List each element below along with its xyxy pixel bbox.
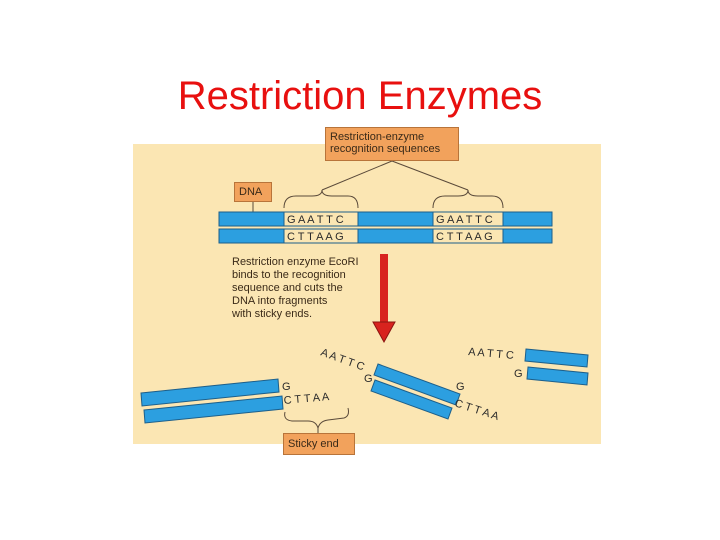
fragment-middle-top: [373, 363, 461, 406]
recognition-label-line1: Restriction-enzyme: [330, 131, 425, 143]
caption-line-2: binds to the recognition: [232, 269, 346, 281]
caption-line-3: sequence and cuts the: [232, 282, 343, 294]
recognition-sequences-label: Restriction-enzyme recognition sequences: [325, 127, 459, 161]
recognition-brackets: [252, 160, 504, 212]
cut-arrow: [372, 254, 396, 344]
fragment-left-top: [140, 378, 280, 407]
site-1-top: [283, 211, 359, 227]
fragment-middle-g-left: G: [364, 373, 373, 385]
site-1-bottom-seq: C T T A A G: [287, 231, 344, 243]
fragment-left: G C T T A A: [140, 378, 330, 424]
site-2-bottom: [432, 228, 504, 244]
fragment-right-bottom: [526, 366, 589, 386]
dna-label: DNA: [234, 182, 272, 202]
fragment-left-bottom: [143, 395, 284, 424]
recognition-label-line2: recognition sequences: [330, 143, 441, 155]
fragment-right: A A T T C G: [468, 346, 589, 386]
caption-line-5: with sticky ends.: [232, 308, 313, 320]
site-1-bottom: [283, 228, 359, 244]
sticky-end-bracket: [284, 407, 349, 433]
fragment-right-g: G: [514, 368, 523, 380]
fragment-middle-g-right: G: [456, 381, 465, 393]
site-2-top-seq: G A A T T C: [436, 214, 493, 226]
fragment-middle-sticky: C T T A A: [453, 397, 501, 423]
sticky-end-label: Sticky end: [283, 433, 355, 455]
caption-line-4: DNA into fragments: [232, 295, 328, 307]
site-1-top-seq: G A A T T C: [287, 214, 344, 226]
slide-title: Restriction Enzymes: [177, 74, 543, 118]
caption-line-1: Restriction enzyme EcoRI: [232, 256, 359, 268]
site-2-top: [432, 211, 504, 227]
fragment-left-g: G: [282, 381, 291, 393]
fragment-right-top: [524, 348, 589, 368]
fragment-right-aattc: A A T T C: [468, 346, 515, 362]
fragment-middle-aattc: A A T T C: [319, 347, 366, 374]
process-caption: Restriction enzyme EcoRI binds to the re…: [232, 256, 392, 321]
site-2-bottom-seq: C T T A A G: [436, 231, 493, 243]
fragment-middle-bottom: [370, 379, 453, 420]
intact-dna: G A A T T C C T T A A G G A A T T C C T …: [218, 211, 553, 244]
fragment-left-sticky: C T T A A: [283, 391, 330, 407]
